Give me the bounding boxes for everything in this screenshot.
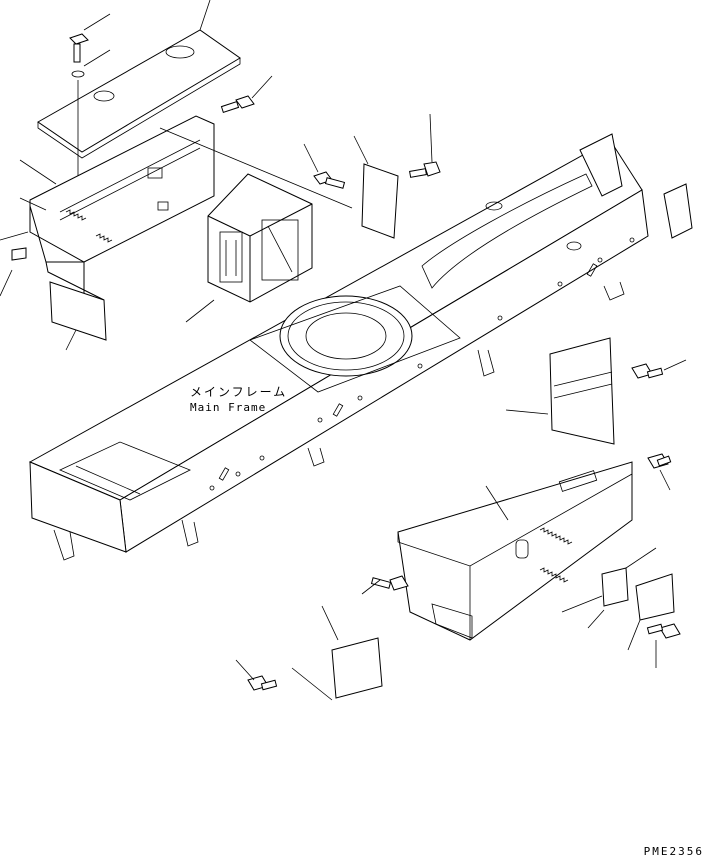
main-frame-label-en: Main Frame: [190, 401, 267, 414]
bottom-plate: [291, 605, 383, 701]
right-side-cover: [397, 461, 633, 641]
bolt-right-upper: [409, 113, 441, 178]
center-plate: [353, 135, 399, 239]
bolt-center: [303, 143, 346, 189]
bolt-right-mid: [631, 359, 687, 379]
frame-holes: [209, 237, 635, 491]
bolt-right-lower: [647, 453, 672, 491]
center-bracket: [159, 127, 353, 323]
left-pad: [0, 231, 107, 351]
bolt-bottom-left: [235, 659, 278, 691]
bolt-upper-center: [220, 75, 273, 113]
swing-ring: [249, 285, 461, 393]
top-cover-plate: [37, 0, 241, 159]
right-small-plates: [561, 547, 675, 651]
main-frame-label-jp: メインフレーム: [190, 385, 288, 399]
right-small-panel: [505, 337, 615, 445]
bolt-bottom-right: [646, 623, 681, 668]
bolt-top-left: [69, 13, 111, 240]
bolt-bottom-center: [361, 575, 409, 595]
drawing-code: PME2356: [643, 845, 704, 858]
left-cover-box: [19, 115, 215, 301]
